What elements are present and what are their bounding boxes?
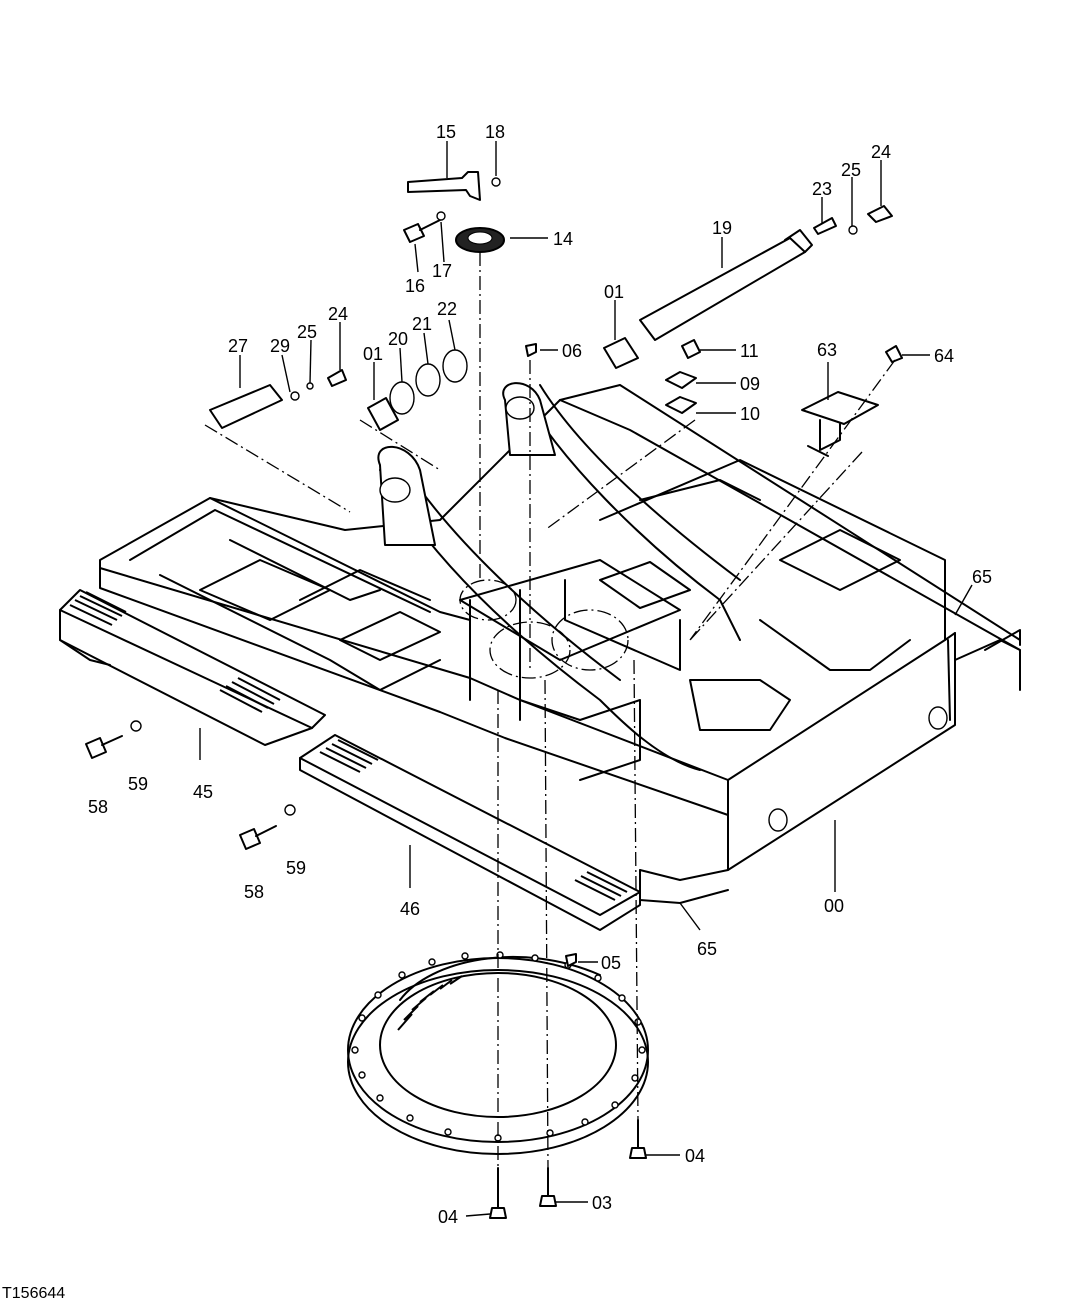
callout-19: 19 (712, 218, 732, 238)
main-frame (99, 382, 1021, 904)
callout-25: 25 (297, 322, 317, 342)
callout-17: 17 (432, 261, 452, 281)
callout-01: 01 (363, 344, 383, 364)
callout-65: 65 (972, 567, 992, 587)
callout-06: 06 (562, 341, 582, 361)
callout-65: 65 (697, 939, 717, 959)
callout-01: 01 (604, 282, 624, 302)
step-46 (299, 734, 641, 931)
callout-00: 00 (824, 896, 844, 916)
callout-05: 05 (601, 953, 621, 973)
callout-64: 64 (934, 346, 954, 366)
callout-09: 09 (740, 374, 760, 394)
callout-23: 23 (812, 179, 832, 199)
callout-29: 29 (270, 336, 290, 356)
callout-04: 04 (685, 1146, 705, 1166)
callout-59: 59 (286, 858, 306, 878)
callout-27: 27 (228, 336, 248, 356)
figure-id: T156644 (2, 1285, 65, 1302)
leader-lines (199, 141, 973, 1217)
callout-59: 59 (128, 774, 148, 794)
callout-18: 18 (485, 122, 505, 142)
callout-25: 25 (841, 160, 861, 180)
callout-16: 16 (405, 276, 425, 296)
callout-58: 58 (88, 797, 108, 817)
callout-46: 46 (400, 899, 420, 919)
step-45 (59, 589, 326, 746)
callout-45: 45 (193, 782, 213, 802)
callout-58: 58 (244, 882, 264, 902)
callout-21: 21 (412, 314, 432, 334)
callout-11: 11 (740, 341, 759, 361)
callout-14: 14 (553, 229, 573, 249)
callout-04: 04 (438, 1207, 458, 1227)
callout-63: 63 (817, 340, 837, 360)
callout-24: 24 (871, 142, 891, 162)
callout-10: 10 (740, 404, 760, 424)
callout-24: 24 (328, 304, 348, 324)
callout-15: 15 (436, 122, 456, 142)
callout-22: 22 (437, 299, 457, 319)
small-parts (85, 171, 903, 1219)
callout-labels: 15 18 14 16 17 19 23 25 24 01 11 06 09 1… (88, 122, 992, 1227)
callout-20: 20 (388, 329, 408, 349)
callout-03: 03 (592, 1193, 612, 1213)
centre-lines (204, 252, 896, 1169)
